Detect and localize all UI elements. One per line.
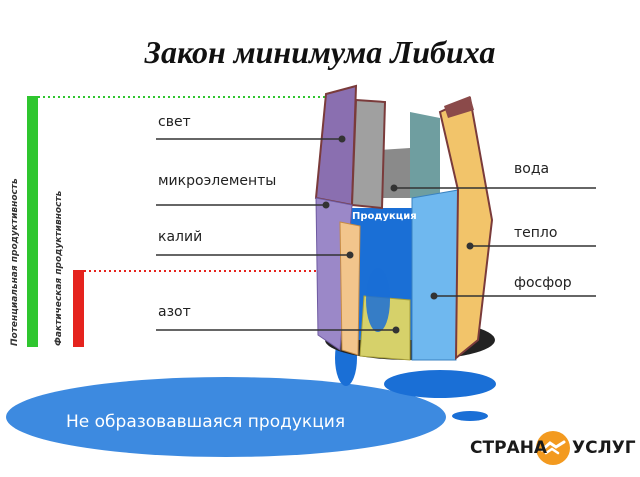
dot-nitrogen [392,326,400,334]
potential-productivity-bar [27,96,38,347]
factor-nitrogen: азот [158,304,191,320]
factor-phosphorus: фосфор [514,275,572,291]
puddle-splash-right [384,370,496,398]
stave-phosphorus [411,189,459,361]
unproduced-puddle [6,377,446,457]
unproduced-product-label: Не образовавшаяся продукция [66,412,346,432]
water-stream [366,268,390,332]
factor-light: свет [158,114,191,130]
brand-left: СТРАНА [470,438,548,458]
stave-light [314,84,358,207]
puddle-drop [452,411,488,421]
stave-back-1 [378,148,410,198]
dot-light [338,135,346,143]
actual-productivity-bar [73,270,84,347]
factor-microelements: микроэлементы [158,173,277,189]
stave-warmth-top [444,96,474,118]
dot-warmth [466,242,474,250]
handshake-icon [540,440,566,455]
brand-right: УСЛУГ [572,438,636,458]
stave-back-2 [410,112,440,198]
dot-phosphorus [430,292,438,300]
dot-potassium [346,251,354,259]
stave-potassium [339,221,361,356]
dot-water [390,184,398,192]
stave-light-inner [350,98,387,210]
potential-productivity-label: Потенциальная продуктивность [10,178,20,346]
factor-warmth: тепло [514,225,558,241]
factor-water: вода [514,161,550,177]
page-title: Закон минимума Либиха [144,34,496,70]
factor-potassium: калий [158,229,203,245]
brand-mark [536,431,570,465]
actual-productivity-label: Фактическая продуктивность [54,190,64,346]
product-label: Продукция [352,211,417,222]
dot-microelements [322,201,330,209]
